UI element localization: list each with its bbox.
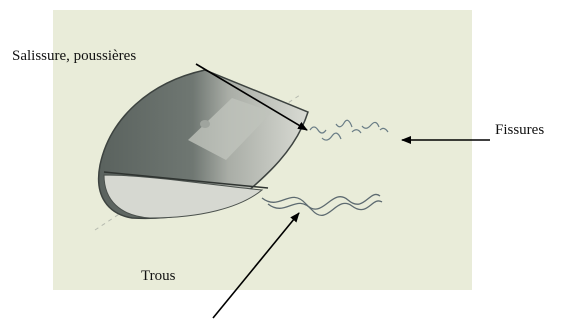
label-dirt-dust: Salissure, poussières: [12, 49, 136, 64]
lens-highlight: [200, 120, 210, 128]
label-holes: Trous: [141, 269, 175, 284]
label-cracks: Fissures: [495, 123, 544, 138]
